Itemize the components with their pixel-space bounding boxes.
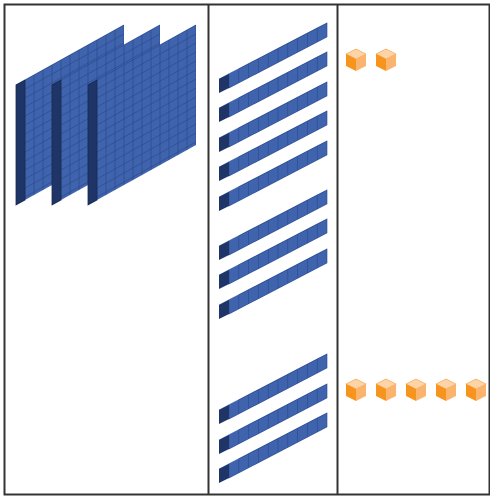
unit-cube-block bbox=[376, 49, 396, 71]
unit-cube-block bbox=[436, 379, 456, 401]
tens-group-bottom bbox=[219, 354, 327, 483]
tens-group-top bbox=[219, 23, 327, 319]
ones-group-top bbox=[346, 49, 396, 71]
unit-cube-block bbox=[406, 379, 426, 401]
unit-cube-block bbox=[346, 379, 366, 401]
tens-column bbox=[219, 23, 327, 483]
unit-cube-block bbox=[346, 49, 366, 71]
unit-cube-block bbox=[376, 379, 396, 401]
ones-group-bottom bbox=[346, 379, 486, 401]
hundreds-column bbox=[16, 25, 196, 205]
ones-column bbox=[346, 49, 486, 401]
unit-cube-block bbox=[466, 379, 486, 401]
